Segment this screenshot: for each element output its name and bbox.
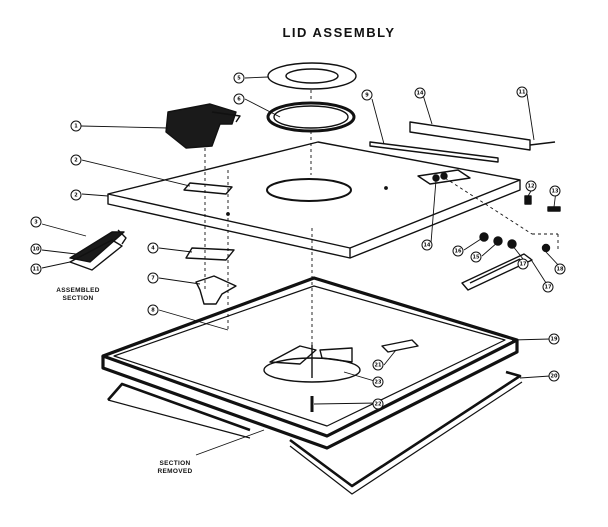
leader-lines: [41, 76, 562, 456]
assembled-section-note: ASSEMBLED SECTION: [48, 287, 108, 303]
motor-bracket-part: [165, 103, 241, 149]
hardware-part: [479, 195, 561, 253]
note-line: SECTION: [159, 460, 191, 467]
upper-frame-part: [101, 276, 519, 450]
callout-label: 13: [552, 189, 559, 195]
latch-bar-part: [461, 253, 533, 291]
washer-part: [185, 247, 235, 261]
callout-label: 19: [551, 337, 558, 343]
callout-label: 6: [237, 97, 241, 103]
callout-label: 4: [151, 246, 155, 252]
callout-label: 10: [33, 247, 40, 253]
callout-marker-20: 20: [548, 370, 560, 382]
callout-label: 2: [74, 193, 78, 199]
callout-label: 12: [528, 184, 535, 190]
note-line: REMOVED: [157, 468, 193, 475]
callout-label: 1: [74, 124, 78, 130]
callout-label: 16: [455, 249, 462, 255]
callout-label: 7: [151, 276, 155, 282]
lower-frame-part: [107, 370, 523, 495]
alignment-lines: [204, 90, 559, 345]
callout-label: 9: [365, 93, 369, 99]
callout-label: 15: [473, 255, 480, 261]
callout-label: 14: [417, 91, 424, 97]
bracket-part: [195, 275, 237, 305]
clip-part: [381, 339, 419, 353]
section-removed-note: SECTION REMOVED: [145, 460, 205, 476]
agitator-part: [263, 345, 361, 383]
lid-plate-part: [107, 141, 521, 259]
callout-markers: [30, 72, 566, 410]
callout-label: 17: [520, 262, 527, 268]
note-line: ASSEMBLED: [56, 287, 100, 294]
callout-label: 11: [519, 90, 526, 96]
callout-label: 3: [34, 220, 38, 226]
rail-part: [369, 121, 556, 163]
note-line: SECTION: [62, 295, 94, 302]
callout-label: 14: [424, 243, 431, 249]
callout-label: 23: [375, 380, 382, 386]
callout-label: 18: [557, 267, 564, 273]
callout-label: 8: [151, 308, 155, 314]
callout-label: 20: [551, 374, 558, 380]
callout-label: 22: [375, 402, 382, 408]
callout-label: 21: [375, 363, 382, 369]
gasket-ring-part: [266, 101, 356, 133]
callout-label: 17: [545, 285, 552, 291]
diagram-title: LID ASSEMBLY: [282, 25, 396, 40]
callout-label: 5: [237, 76, 241, 82]
assembled-section-part: [69, 229, 127, 271]
callout-labels: 1 2 2 3 10 11 4 7 8 5 6 9 14 11 14 16 15…: [33, 76, 564, 408]
callout-label: 2: [74, 158, 78, 164]
top-ring-part: [267, 62, 357, 90]
callout-label: 11: [33, 267, 40, 273]
